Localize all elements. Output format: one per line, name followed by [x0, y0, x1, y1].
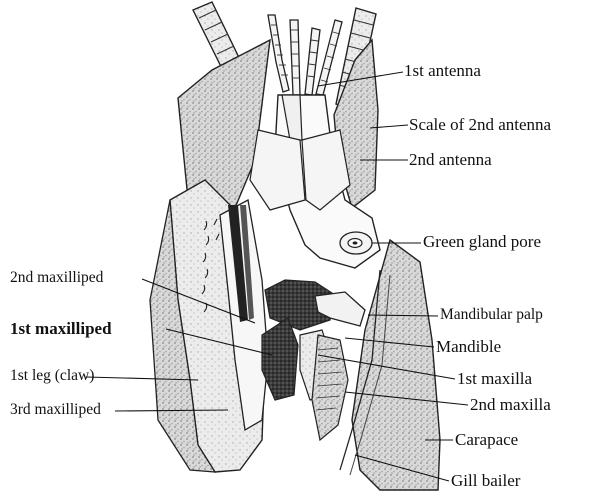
- green-gland-pore: [340, 232, 372, 254]
- basal-segments: [250, 130, 305, 210]
- label-mandibular-palp: Mandibular palp: [440, 307, 543, 323]
- label-carapace: Carapace: [455, 431, 518, 448]
- first-maxilliped-dark: [262, 318, 298, 400]
- label-green-gland-pore: Green gland pore: [423, 233, 541, 250]
- label-second-antenna: 2nd antenna: [409, 151, 492, 168]
- label-gill-bailer: Gill bailer: [451, 472, 520, 489]
- label-first-leg: 1st leg (claw): [10, 368, 94, 384]
- label-first-antenna: 1st antenna: [404, 62, 481, 79]
- second-maxilla: [312, 335, 348, 440]
- label-scale-of-second-antenna: Scale of 2nd antenna: [409, 116, 551, 133]
- carapace-right: [352, 240, 440, 490]
- label-first-maxilla: 1st maxilla: [457, 370, 532, 387]
- label-second-maxilla: 2nd maxilla: [470, 396, 551, 413]
- label-third-maxilliped: 3rd maxilliped: [10, 402, 101, 418]
- label-second-maxilliped: 2nd maxilliped: [10, 270, 103, 286]
- label-first-maxilliped: 1st maxilliped: [10, 320, 112, 337]
- label-mandible: Mandible: [436, 338, 501, 355]
